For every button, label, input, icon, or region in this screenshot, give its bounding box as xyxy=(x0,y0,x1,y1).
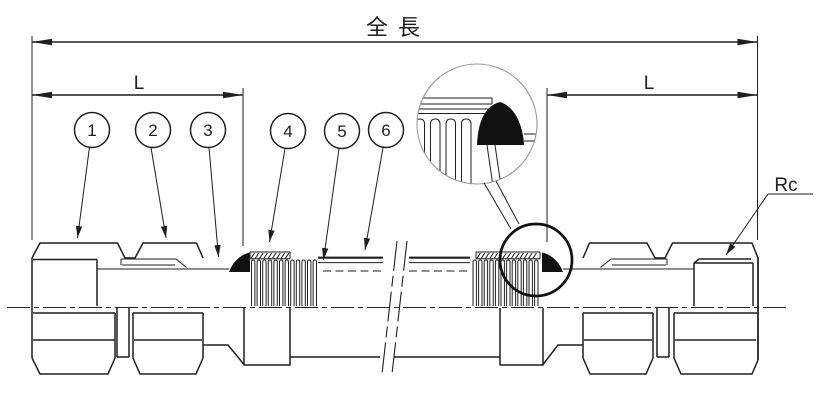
callout-4: 4 xyxy=(269,112,307,150)
callout-4-leader xyxy=(268,148,286,243)
detail-fitting-lines xyxy=(486,133,537,184)
detail-view-content xyxy=(417,97,537,184)
bellows-corrugations-right xyxy=(472,259,539,306)
callout-1: 1 xyxy=(73,111,111,149)
left-band-hatching xyxy=(250,252,290,259)
right-length-label: L xyxy=(644,73,655,94)
right-weld-bead xyxy=(542,252,563,272)
left-nut-neck-bottom xyxy=(116,308,130,358)
left-union-fitting xyxy=(31,242,245,375)
right-nut-face xyxy=(693,258,754,306)
left-weld-bead xyxy=(229,252,250,272)
callout-1-leader xyxy=(75,146,90,239)
left-ferrule xyxy=(120,258,187,268)
callout-3-number: 3 xyxy=(203,121,212,140)
rc-thread-label: Rc xyxy=(774,175,797,196)
callout-2: 2 xyxy=(134,111,172,149)
right-nut-neck-bottom xyxy=(656,308,670,358)
right-band-hatching xyxy=(476,252,537,259)
left-nut2-bottom-hex xyxy=(132,312,204,375)
callout-6-leader xyxy=(363,147,384,251)
right-nut1-bottom-hex xyxy=(582,312,654,375)
right-braid-band xyxy=(475,251,541,260)
detail-reference-leaders xyxy=(483,180,520,230)
left-length-dimension: L xyxy=(32,73,243,99)
braid-cover xyxy=(290,256,500,358)
left-nut1-bottom-hex xyxy=(31,312,116,375)
detail-target-circle xyxy=(498,222,574,298)
right-length-dimension: L xyxy=(547,73,758,99)
break-lines xyxy=(381,240,408,375)
callout-2-number: 2 xyxy=(148,121,157,140)
callout-1-number: 1 xyxy=(87,121,96,140)
callout-5: 5 xyxy=(323,112,361,150)
right-ferrule xyxy=(600,258,668,268)
left-band-bottom xyxy=(243,308,291,366)
right-band-bottom xyxy=(499,308,544,366)
callout-3-leader xyxy=(208,147,221,258)
detail-bellows-loops xyxy=(417,118,472,184)
left-nipple-bottom xyxy=(203,344,245,365)
left-braid-band xyxy=(249,251,291,260)
rc-thread-callout: Rc xyxy=(725,175,813,256)
callout-5-number: 5 xyxy=(337,122,346,141)
callout-6-number: 6 xyxy=(381,121,390,140)
total-length-label: 全 長 xyxy=(366,15,422,40)
callout-2-leader xyxy=(150,147,168,239)
right-union-fitting xyxy=(542,242,759,375)
total-length-dimension: 全 長 xyxy=(32,15,758,46)
callout-leaders xyxy=(75,146,384,261)
left-nuts-top-profile xyxy=(31,242,204,358)
callout-3: 3 xyxy=(189,111,227,149)
detail-view xyxy=(416,63,574,298)
callout-4-number: 4 xyxy=(283,122,292,141)
left-length-label: L xyxy=(134,73,145,94)
dimension-extension-lines xyxy=(31,36,758,246)
right-nuts-top-profile xyxy=(582,242,759,360)
detail-band-layers xyxy=(417,97,497,114)
callout-5-leader xyxy=(321,148,340,261)
detail-view-circle xyxy=(416,63,538,185)
callout-6: 6 xyxy=(367,111,405,149)
right-nut2-bottom-hex xyxy=(673,258,759,375)
right-nipple-bottom xyxy=(542,344,583,365)
bellows-corrugations-left xyxy=(251,259,317,306)
rc-leader-line xyxy=(725,193,813,256)
detail-weld-bead xyxy=(477,102,524,145)
callout-balloons: 1 2 3 4 5 6 xyxy=(73,111,405,150)
left-nut-face xyxy=(33,258,98,306)
